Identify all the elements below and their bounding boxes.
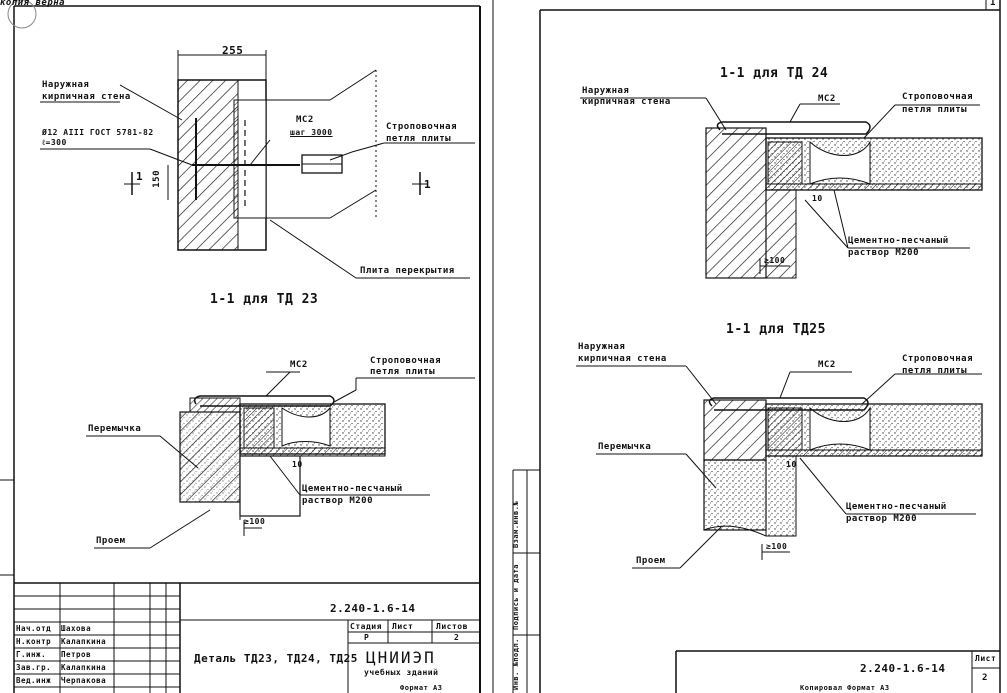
- code-left: 2.240-1.6-14: [330, 602, 416, 615]
- mc2-bottom-r: МС2: [818, 360, 836, 370]
- mc2-bottom-label: МС2: [290, 360, 308, 370]
- cement-mortar-left-2: раствор М200: [302, 496, 374, 506]
- title-td24: 1-1 для ТД 24: [720, 66, 829, 81]
- cement-mortar-left-1: Цементно-песчаный: [302, 484, 403, 494]
- dim-10b-r: 10: [786, 460, 797, 469]
- stamp-circle: [7, 0, 37, 29]
- lifting-loop-top-r-2: петля плиты: [902, 105, 968, 115]
- cement-mortar-bottom-2: раствор М200: [846, 514, 918, 524]
- right-top-detail: [580, 97, 983, 279]
- side-stamp-inv: Инв. №подл.: [512, 638, 520, 690]
- step-label: шаг 3000: [290, 128, 333, 137]
- lifting-loop-top-2: петля плиты: [386, 134, 452, 144]
- tb-name-1: Калапкина: [61, 637, 107, 646]
- left-sheet-frame: [13, 0, 494, 693]
- lifting-loop-bottom-1: Строповочная: [370, 356, 442, 366]
- tb-format: Формат А3: [400, 684, 443, 692]
- outer-wall-label-1: Наружная: [42, 80, 90, 90]
- lifting-loop-bottom-r-2: петля плиты: [902, 366, 968, 376]
- cement-mortar-top-2: раствор М200: [848, 248, 920, 258]
- tb-col-sheets: Листов: [436, 622, 468, 631]
- cement-mortar-top-1: Цементно-песчаный: [848, 236, 949, 246]
- outer-wall-r-1: Наружная: [582, 86, 630, 96]
- tb-org: ЦНИИЭП: [366, 648, 436, 667]
- dim-255: 255: [222, 44, 244, 57]
- right-bottom-detail: [576, 365, 983, 569]
- tb-role-2: Г.инж.: [16, 650, 47, 659]
- dim-150: 150: [152, 170, 162, 188]
- lintel-label: Перемычка: [88, 424, 142, 434]
- tb-role-0: Нач.отд: [16, 624, 52, 633]
- title-td25: 1-1 для ТД25: [726, 322, 826, 337]
- anchor-label-1: Ø12 AIII ГОСТ 5781-82: [42, 128, 154, 137]
- tb-name-3: Калапкина: [61, 663, 107, 672]
- tb-name-4: Черпакова: [61, 676, 107, 685]
- outer-wall-r-2: кирпичная стена: [582, 97, 671, 107]
- side-stamp-sign: Подпись и дата: [512, 563, 520, 630]
- left-bottom-detail: [86, 371, 475, 549]
- dim-100-bottom-r: ≥100: [766, 542, 788, 551]
- left-top-detail: [40, 50, 475, 279]
- lintel-r: Перемычка: [598, 442, 652, 452]
- tb-role-1: Н.контр: [16, 637, 52, 646]
- floor-slab-label: Плита перекрытия: [360, 266, 455, 276]
- opening-r: Проем: [636, 556, 666, 566]
- sheet-fragment: 1: [990, 0, 996, 8]
- title-td23: 1-1 для ТД 23: [210, 292, 319, 307]
- sheet-num-right: 2: [982, 673, 988, 683]
- tb-name-2: Петров: [61, 650, 92, 659]
- left-title-block: [0, 479, 480, 693]
- anchor-label-2: ℓ=300: [42, 138, 67, 147]
- section-mark-right: 1: [424, 178, 432, 191]
- opening-label-left: Проем: [96, 536, 126, 546]
- lifting-loop-top-r-1: Строповочная: [902, 92, 974, 102]
- copy-stamp: копия верна: [0, 0, 66, 8]
- code-right: 2.240-1.6-14: [860, 662, 946, 675]
- dim-100-top-r: ≥100: [764, 256, 786, 265]
- outer-wall-r2-1: Наружная: [578, 342, 626, 352]
- tb-name-0: Шахова: [61, 624, 92, 633]
- cement-mortar-bottom-1: Цементно-песчаный: [846, 502, 947, 512]
- sheet-label-right: Лист: [975, 654, 997, 663]
- section-mark-left: 1: [136, 170, 144, 183]
- outer-wall-r2-2: кирпичная стена: [578, 354, 667, 364]
- dim-10-r: 10: [812, 194, 823, 203]
- tb-val-stage: Р: [364, 633, 370, 642]
- lifting-loop-top-1: Строповочная: [386, 122, 458, 132]
- side-stamp-replace: Взам.инв.№: [512, 500, 520, 548]
- tb-description: Деталь ТД23, ТД24, ТД25: [194, 652, 358, 665]
- tb-val-sheets: 2: [454, 633, 460, 642]
- tb-role-3: Зав.гр.: [16, 663, 52, 672]
- tb-col-stage: Стадия: [350, 622, 382, 631]
- lifting-loop-bottom-r-1: Строповочная: [902, 354, 974, 364]
- tb-col-sheet: Лист: [392, 622, 414, 631]
- tb-role-4: Вед.инж: [16, 676, 52, 685]
- mc2-top-label: МС2: [296, 115, 314, 125]
- bottom-fragment-right: Копировал Формат А3: [800, 684, 890, 692]
- lifting-loop-bottom-2: петля плиты: [370, 367, 436, 377]
- tb-org-sub: учебных зданий: [364, 668, 439, 677]
- dim-10-left: 10: [292, 460, 303, 469]
- outer-wall-label-2: кирпичная стена: [42, 92, 131, 102]
- mc2-top-r: МС2: [818, 94, 836, 104]
- right-sheet-frame: [512, 0, 1001, 693]
- dim-100-left: ≥100: [244, 517, 266, 526]
